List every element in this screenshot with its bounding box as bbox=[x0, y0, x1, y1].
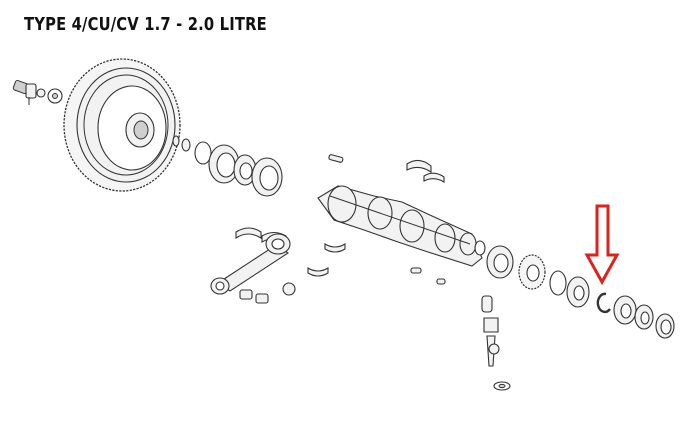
connecting-rod-group bbox=[210, 227, 296, 304]
flywheel bbox=[63, 58, 181, 192]
flywheel-seal-group bbox=[172, 135, 283, 197]
crankshaft-end-rings bbox=[613, 295, 675, 339]
diagram-title: TYPE 4/CU/CV 1.7 - 2.0 LITRE bbox=[24, 14, 267, 35]
flywheel-bolt-set bbox=[12, 79, 63, 105]
down-arrow-icon bbox=[584, 204, 620, 286]
crankshaft bbox=[317, 185, 486, 267]
main-bearing-shells-upper bbox=[328, 154, 445, 183]
crankshaft-snap-ring bbox=[596, 292, 611, 314]
main-bearing-shells-lower bbox=[307, 243, 446, 285]
crankshaft-nose-components bbox=[486, 245, 590, 308]
distributor-drive-group bbox=[481, 295, 511, 391]
